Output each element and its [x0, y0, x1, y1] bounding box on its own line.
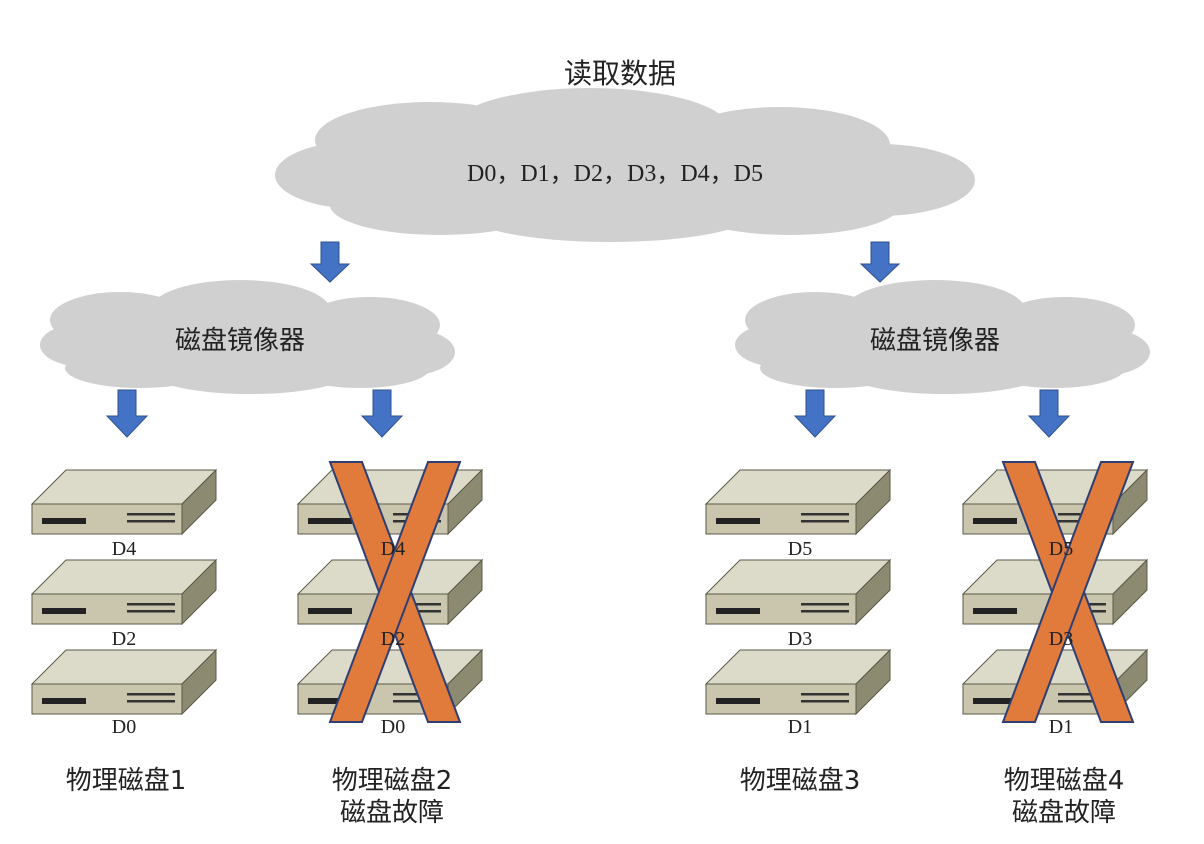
arrow-down-icon [105, 389, 149, 438]
failure-cross-icon [328, 461, 462, 723]
arrow-down-icon [793, 389, 837, 438]
mirror-cloud-left [40, 280, 455, 394]
disk-drive-icon [704, 558, 892, 626]
disk-name: 物理磁盘4 [1003, 766, 1125, 796]
arrow-down-icon [1027, 389, 1071, 438]
disk-name: 物理磁盘2 [331, 766, 453, 796]
disk-drive-icon [704, 648, 892, 716]
block-label: D2 [111, 628, 137, 650]
mirror-label-right: 磁盘镜像器 [869, 326, 1001, 356]
mirror-label-left: 磁盘镜像器 [174, 326, 306, 356]
disk-status: 磁盘故障 [339, 798, 445, 828]
block-label: D5 [787, 538, 813, 560]
disk-drive-icon [704, 468, 892, 536]
block-label: D1 [1048, 716, 1074, 738]
block-label: D1 [787, 716, 813, 738]
top-cloud-label: D0，D1，D2，D3，D4，D5 [467, 161, 763, 187]
arrow-down-icon [360, 389, 404, 438]
arrow-down-icon [309, 241, 351, 283]
disk-status: 磁盘故障 [1011, 798, 1117, 828]
disk-drive-icon [30, 468, 218, 536]
disk-drive-icon [30, 648, 218, 716]
block-label: D5 [1048, 538, 1074, 560]
failure-cross-icon [1001, 461, 1135, 723]
block-label: D0 [380, 716, 406, 738]
block-label: D2 [380, 628, 406, 650]
block-label: D3 [787, 628, 813, 650]
arrow-down-icon [859, 241, 901, 283]
diagram-title: 读取数据 [563, 57, 677, 90]
block-label: D0 [111, 716, 137, 738]
mirror-cloud-right [735, 280, 1150, 394]
disk-name: 物理磁盘1 [65, 766, 187, 796]
disk-drive-icon [30, 558, 218, 626]
block-label: D4 [111, 538, 137, 560]
block-label: D3 [1048, 628, 1074, 650]
top-cloud [275, 88, 975, 242]
block-label: D4 [380, 538, 406, 560]
disk-name: 物理磁盘3 [739, 766, 861, 796]
